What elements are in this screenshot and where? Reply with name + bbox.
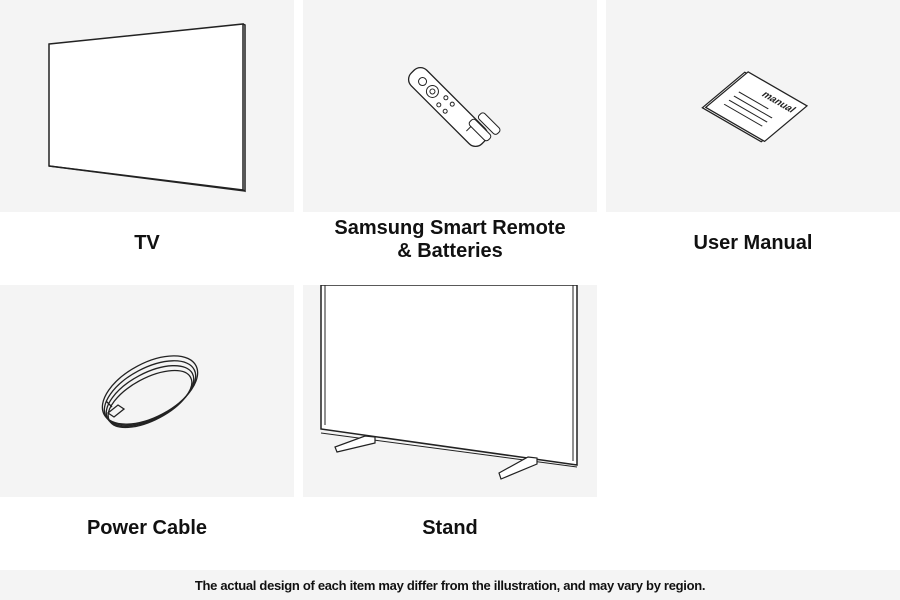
manual-tile: manual xyxy=(606,0,900,212)
power-cable-icon xyxy=(101,355,199,429)
power-cable-tile xyxy=(0,285,294,497)
disclaimer-text: The actual design of each item may diffe… xyxy=(194,577,706,593)
remote-tile xyxy=(303,0,597,212)
remote-batteries-icon xyxy=(407,66,501,148)
manual-icon: manual xyxy=(701,71,809,143)
tv-tile xyxy=(0,0,294,212)
item-label-manual: User Manual xyxy=(693,232,813,254)
item-label-tv: TV xyxy=(134,232,160,254)
stand-icon xyxy=(320,285,578,480)
item-label-power-cable: Power Cable xyxy=(86,517,208,539)
stand-tile xyxy=(303,285,597,497)
item-label-stand: Stand xyxy=(422,517,478,539)
disclaimer-bar: The actual design of each item may diffe… xyxy=(0,570,900,600)
tv-icon xyxy=(48,23,246,193)
item-label-remote: Samsung Smart Remote & Batteries xyxy=(334,217,566,262)
